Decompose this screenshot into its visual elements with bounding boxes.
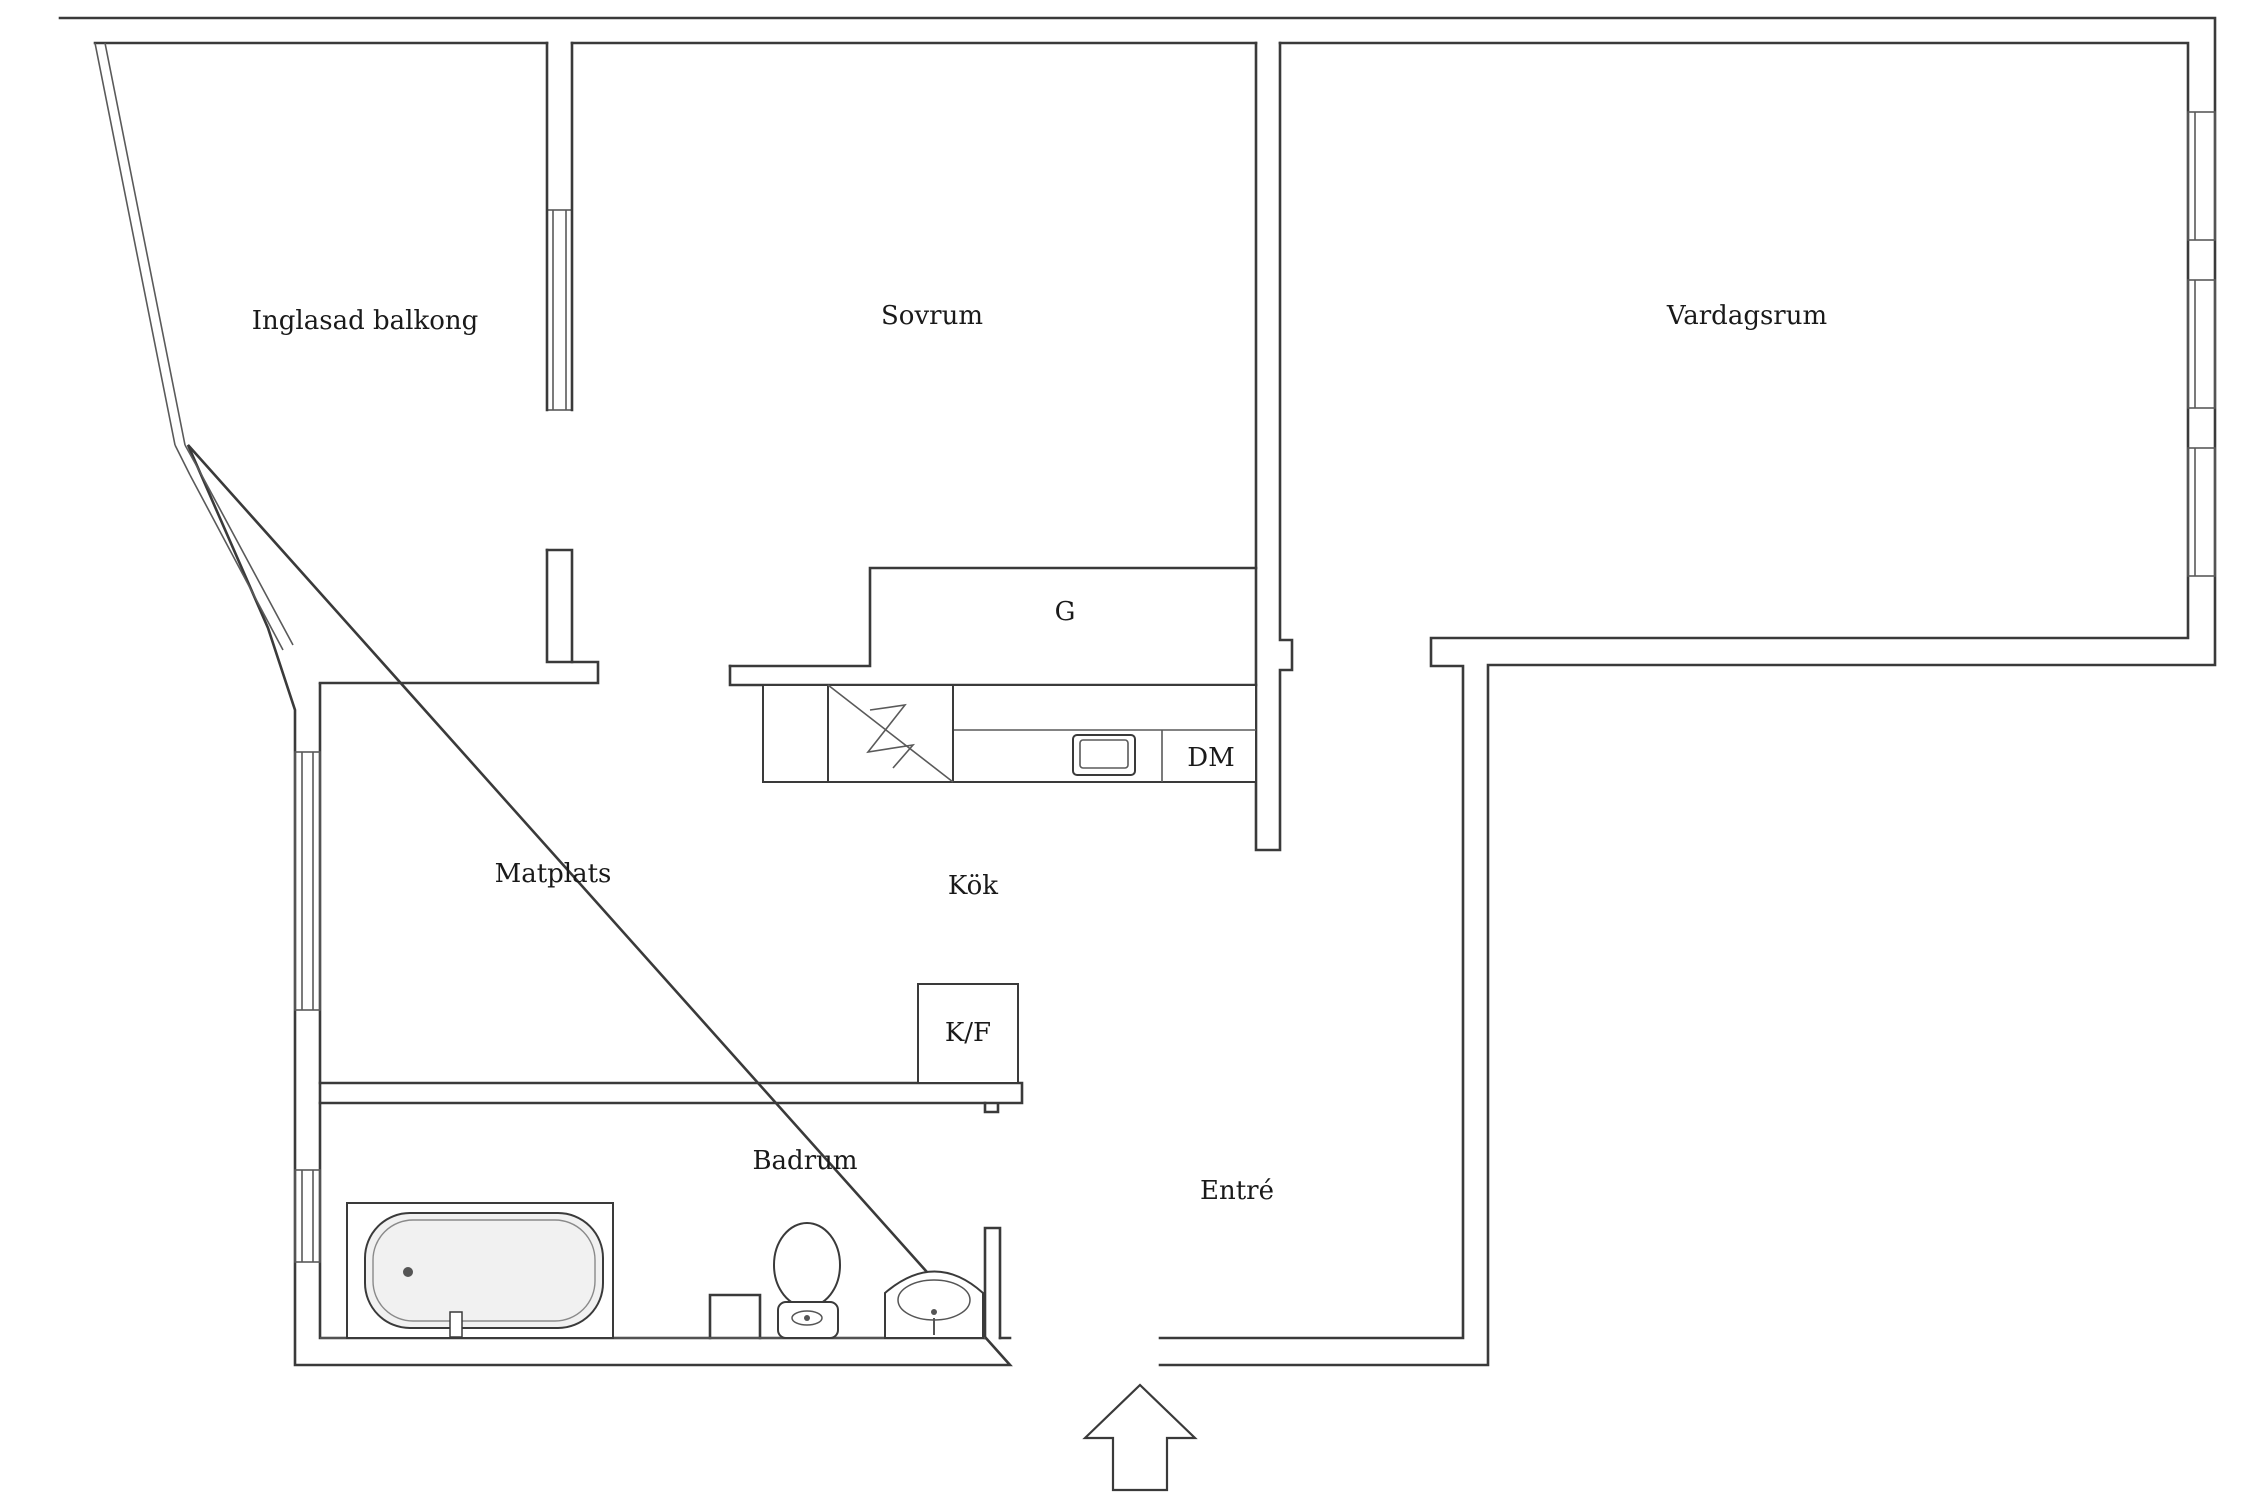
fixture-label-fridge-freezer: K/F — [945, 1018, 991, 1048]
fixture-label-wardrobe: G — [1055, 597, 1076, 627]
room-label-dining: Matplats — [495, 859, 612, 889]
stove-symbol-icon — [827, 684, 954, 783]
room-label-kitchen: Kök — [948, 871, 998, 901]
up-arrow-icon — [1082, 1383, 1198, 1492]
room-label-living: Vardagsrum — [1666, 301, 1827, 331]
outer-walls — [58, 16, 2217, 1367]
sink — [1072, 734, 1136, 776]
toilet-icon — [773, 1222, 841, 1339]
fridge-freezer — [917, 983, 1019, 1084]
room-labels: Inglasad balkong Sovrum Vardagsrum Matpl… — [252, 301, 1827, 1206]
fixture-label-dishwasher: DM — [1187, 743, 1234, 773]
room-label-balcony: Inglasad balkong — [252, 306, 478, 336]
windows — [94, 42, 2216, 1263]
room-label-bathroom: Badrum — [752, 1146, 857, 1176]
wash-basin-icon — [884, 1270, 984, 1339]
interior-walls — [318, 41, 1294, 1340]
room-label-bedroom: Sovrum — [881, 301, 983, 331]
kitchen-fixtures — [762, 684, 1257, 1084]
bathroom-fixtures — [346, 1202, 984, 1339]
room-label-hall: Entré — [1200, 1176, 1274, 1206]
